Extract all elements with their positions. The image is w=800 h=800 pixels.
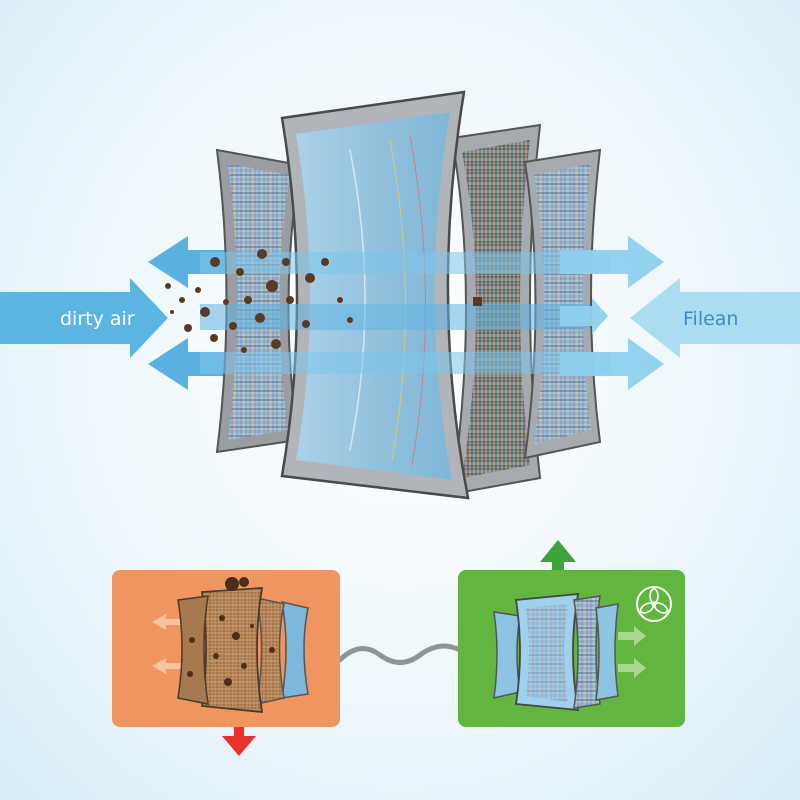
dirty-filter-panel — [112, 570, 340, 727]
wavy-line-connector — [337, 643, 463, 665]
inflow-arrow — [0, 278, 168, 358]
dirty-particles — [187, 577, 275, 686]
fan-icon — [636, 586, 672, 622]
filter-panel-3 — [450, 123, 542, 496]
dirty-air-label: dirty air — [60, 308, 135, 330]
dirt-particles — [165, 249, 482, 353]
outflow-arrows — [560, 236, 664, 390]
clean-filter-illustration — [493, 586, 672, 712]
right-side-arrow — [630, 278, 800, 358]
clean-air-label: Filean — [683, 308, 739, 330]
filter-panel-2 — [280, 90, 470, 500]
dirty-arrows — [152, 614, 192, 674]
clean-filter-panel — [458, 570, 685, 727]
dirty-filter-illustration — [152, 577, 309, 714]
airflow-bands — [200, 252, 610, 374]
clean-arrows — [618, 626, 646, 678]
